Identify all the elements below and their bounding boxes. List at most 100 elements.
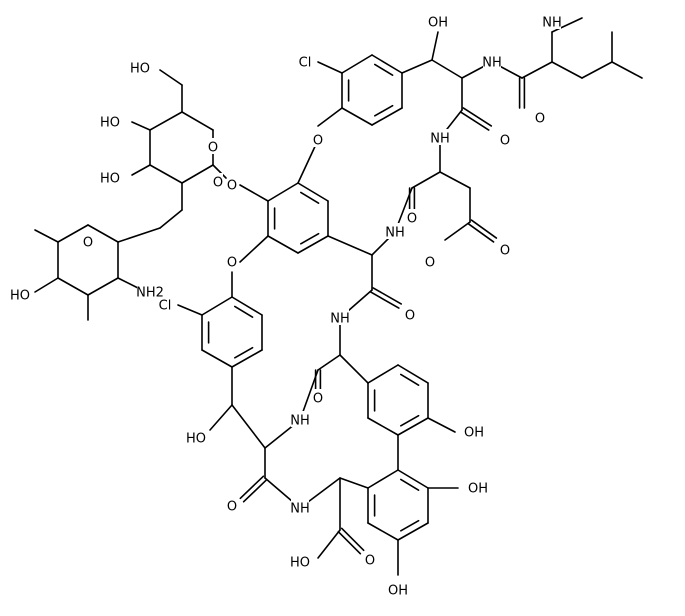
aromatic-ring-top	[371, 107, 403, 126]
carbonyl-oxygen-label: O	[535, 112, 545, 127]
hydroxyl-label: OH	[428, 16, 448, 31]
amide-nh-label: NH	[290, 414, 310, 429]
carbonyl-oxygen-label: O	[227, 500, 237, 515]
hydroxyl-label-mask	[469, 479, 487, 495]
aromatic-ring-bottom	[397, 522, 429, 541]
amide-nh-label-mask	[291, 499, 309, 515]
aromatic-ring-right	[367, 364, 399, 384]
bond-cl-lower	[177, 304, 203, 316]
hydroxyl-label: OH	[388, 584, 408, 599]
aromatic-ring-right	[397, 364, 429, 384]
bond-oh	[427, 417, 456, 433]
aromatic-ring-center	[267, 182, 299, 202]
aromatic-ring-lower	[231, 349, 263, 368]
bond-amine	[117, 277, 139, 289]
amine-nh2-label: NH2	[136, 286, 164, 301]
bond-carbonyl	[340, 527, 365, 552]
carbonyl-oxygen-label-mask	[500, 131, 510, 147]
bond-chain	[431, 59, 463, 79]
aromatic-ring-top	[341, 54, 373, 74]
bond-methyl	[551, 17, 583, 33]
chlorine-label-top-mask	[296, 53, 314, 69]
aromatic-ring-center-inner-bond	[300, 232, 320, 245]
ether-oxygen-label-mask	[213, 173, 223, 189]
hydroxyl-label-mask	[291, 553, 309, 569]
aromatic-ring-bottom	[367, 469, 399, 489]
bond-chain	[327, 235, 373, 256]
bond-chain	[551, 61, 583, 79]
hydroxyl-label-mask	[131, 59, 149, 75]
hydroxyl-label: HO	[130, 62, 150, 77]
ether-oxygen-label-mask	[227, 176, 237, 192]
bond-methyl	[34, 229, 59, 243]
bond-chain	[401, 59, 433, 74]
bond-oh	[131, 121, 151, 131]
bond-oh	[317, 529, 341, 559]
carbonyl-oxygen-label-mask	[313, 389, 323, 405]
hydroxyl-label: HO	[290, 556, 310, 571]
bond-chain	[581, 61, 613, 79]
hydroxyl-label-mask	[389, 581, 407, 597]
sugar-ring-glucose	[181, 111, 214, 131]
amide-nh-label: NH	[482, 56, 502, 71]
hydroxyl-label: OH	[468, 482, 488, 497]
bond-chain	[521, 61, 553, 79]
bond-o-top	[317, 107, 343, 127]
carbonyl-oxygen-label: O	[500, 244, 510, 259]
bond-carbonyl	[470, 219, 498, 239]
bond-carbonyl	[239, 475, 265, 500]
aromatic-ring-top-inner-bond	[374, 63, 394, 76]
ether-oxygen-label-mask	[227, 253, 237, 269]
aromatic-ring-top	[371, 54, 403, 74]
bond-ether-sugar	[239, 184, 269, 202]
bond-chain	[339, 477, 369, 489]
bond-chain	[439, 171, 471, 189]
carbonyl-oxygen-label-mask	[365, 551, 375, 567]
aromatic-ring-center	[267, 235, 299, 254]
aromatic-ring-bottom-inner-bond	[400, 519, 420, 532]
bond-carbonyl	[242, 478, 268, 503]
aromatic-ring-lower	[231, 296, 263, 316]
hydroxyl-label-mask	[187, 429, 205, 445]
hydroxyl-label-mask	[101, 169, 119, 185]
aromatic-ring-lower	[201, 296, 233, 316]
aromatic-ring-top	[341, 107, 373, 126]
chlorine-label-lower-mask	[156, 296, 174, 312]
carbonyl-oxygen-label: O	[405, 309, 415, 324]
bond-carbonyl	[370, 291, 400, 309]
hydroxyl-label: HO	[100, 116, 120, 131]
bond-oh	[34, 277, 59, 293]
ring-oxygen-label-mask	[208, 138, 218, 154]
carbonyl-oxygen-label: O	[313, 392, 323, 407]
carbonyl-oxygen-label: O	[425, 256, 435, 271]
bond-oh	[431, 31, 439, 61]
aromatic-ring-center	[297, 235, 329, 254]
aromatic-ring-lower-inner-bond	[234, 346, 254, 359]
carbonyl-oxygen-label-mask	[535, 109, 545, 125]
bond-chain	[411, 171, 441, 189]
carbonyl-oxygen-label-mask	[407, 209, 417, 225]
aromatic-ring-bottom	[367, 522, 399, 541]
bond-carbonyl	[462, 107, 493, 127]
sugar-ring-vancosamine	[87, 224, 119, 243]
amide-nh-label-mask	[331, 309, 349, 325]
ether-oxygen-label: O	[313, 134, 323, 149]
amide-nh-label: NH	[430, 132, 450, 147]
sugar-ring-glucose	[149, 111, 183, 131]
bond-oh	[209, 404, 233, 431]
carbonyl-oxygen-label-mask	[405, 306, 415, 322]
aromatic-ring-center-inner-bond	[300, 191, 320, 204]
ether-oxygen-label: O	[227, 256, 237, 271]
carbonyl-oxygen-label-mask	[227, 497, 237, 513]
bond-chain	[339, 354, 369, 384]
bond-sugar-link	[117, 227, 161, 243]
aromatic-ring-right-inner-bond	[400, 414, 420, 427]
aromatic-ring-bottom-inner-bond	[400, 478, 420, 491]
bond-ether-lower	[239, 235, 269, 263]
carbonyl-oxygen-label: O	[500, 134, 510, 149]
sugar-ring-glucose	[181, 164, 214, 184]
bond-carbonyl	[337, 530, 362, 555]
hydroxyl-label: HO	[100, 172, 120, 187]
